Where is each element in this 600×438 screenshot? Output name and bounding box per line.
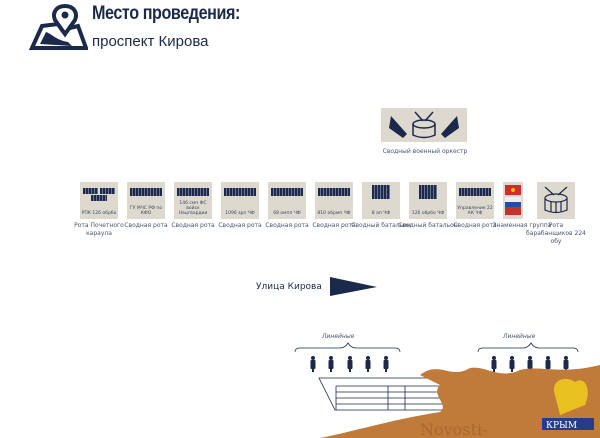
unit-box: 68 омпп ЧФ (268, 182, 306, 219)
unit-label: Сводная рота (124, 222, 168, 229)
unit-box: Управление 22 АК ЧФ (456, 182, 494, 219)
person-icon (509, 356, 515, 372)
flag-icon (505, 185, 521, 215)
person-icon (383, 356, 389, 372)
unit-label: Сводная рота (171, 222, 215, 229)
venue-name: проспект Кирова (92, 33, 209, 50)
unit-code: 810 обрмп ЧФ (317, 211, 351, 216)
lines-label-left: Линейные (322, 333, 355, 340)
unit-code: Управление 22 АК ЧФ (457, 206, 493, 216)
page-title: Место проведения: (92, 3, 240, 24)
unit-box: 1096 зрп ЧФ (221, 182, 259, 219)
unit-code: 146 смп ФС войск Нацгвардии (178, 201, 208, 216)
unit-label: Знаменная группа (492, 222, 552, 229)
tribune-diagram: Novosti- КРЫМ (294, 342, 600, 438)
unit-code: 126 обрбо ЧФ (411, 211, 445, 216)
unit-box: 810 обрмп ЧФ (315, 182, 353, 219)
person-icon (491, 356, 497, 372)
unit-box: 126 обрбо ЧФ (409, 182, 447, 219)
unit-box: ГУ МЧС РФ по КФО (127, 182, 165, 219)
person-icon (365, 356, 371, 372)
person-icon (347, 356, 353, 372)
person-icon (563, 356, 569, 372)
unit-box (503, 182, 523, 219)
unit-box: 8 ап ЧФ (362, 182, 400, 219)
unit-code: РПК 126 обрбо (81, 211, 117, 216)
orchestra-label: Сводный военный оркестр (382, 148, 468, 155)
unit-code: 1096 зрп ЧФ (225, 211, 255, 216)
unit-box (537, 182, 575, 219)
orchestra-box (381, 108, 467, 142)
orchestra-icon (389, 111, 459, 139)
unit-label: Сводная рота (265, 222, 309, 229)
watermark: Novosti- (420, 420, 487, 438)
drum-icon (544, 186, 568, 214)
person-icon (328, 356, 334, 372)
direction-arrow-icon (330, 277, 377, 296)
crimea-logo: КРЫМ (546, 421, 577, 431)
street-label: Улица Кирова (256, 282, 322, 292)
unit-label: Сводная рота (218, 222, 262, 229)
unit-code: 68 омпп ЧФ (273, 211, 301, 216)
unit-label: Рота барабанщиков 224 обу (526, 222, 586, 245)
unit-box: РПК 126 обрбо (80, 182, 118, 219)
lines-label-right: Линейные (503, 333, 536, 340)
person-icons (310, 356, 569, 372)
map-pin-icon (28, 3, 89, 56)
unit-code: 8 ап ЧФ (371, 211, 391, 216)
unit-label: Сводный батальон (351, 222, 411, 229)
unit-label: Сводная рота (453, 222, 497, 229)
unit-label: Сводная рота (312, 222, 356, 229)
person-icon (310, 356, 316, 372)
unit-code: ГУ МЧС РФ по КФО (129, 206, 163, 216)
unit-label: Рота Почетного караула (74, 222, 124, 237)
unit-box: 146 смп ФС войск Нацгвардии (174, 182, 212, 219)
unit-label: Сводный батальон (398, 222, 458, 229)
